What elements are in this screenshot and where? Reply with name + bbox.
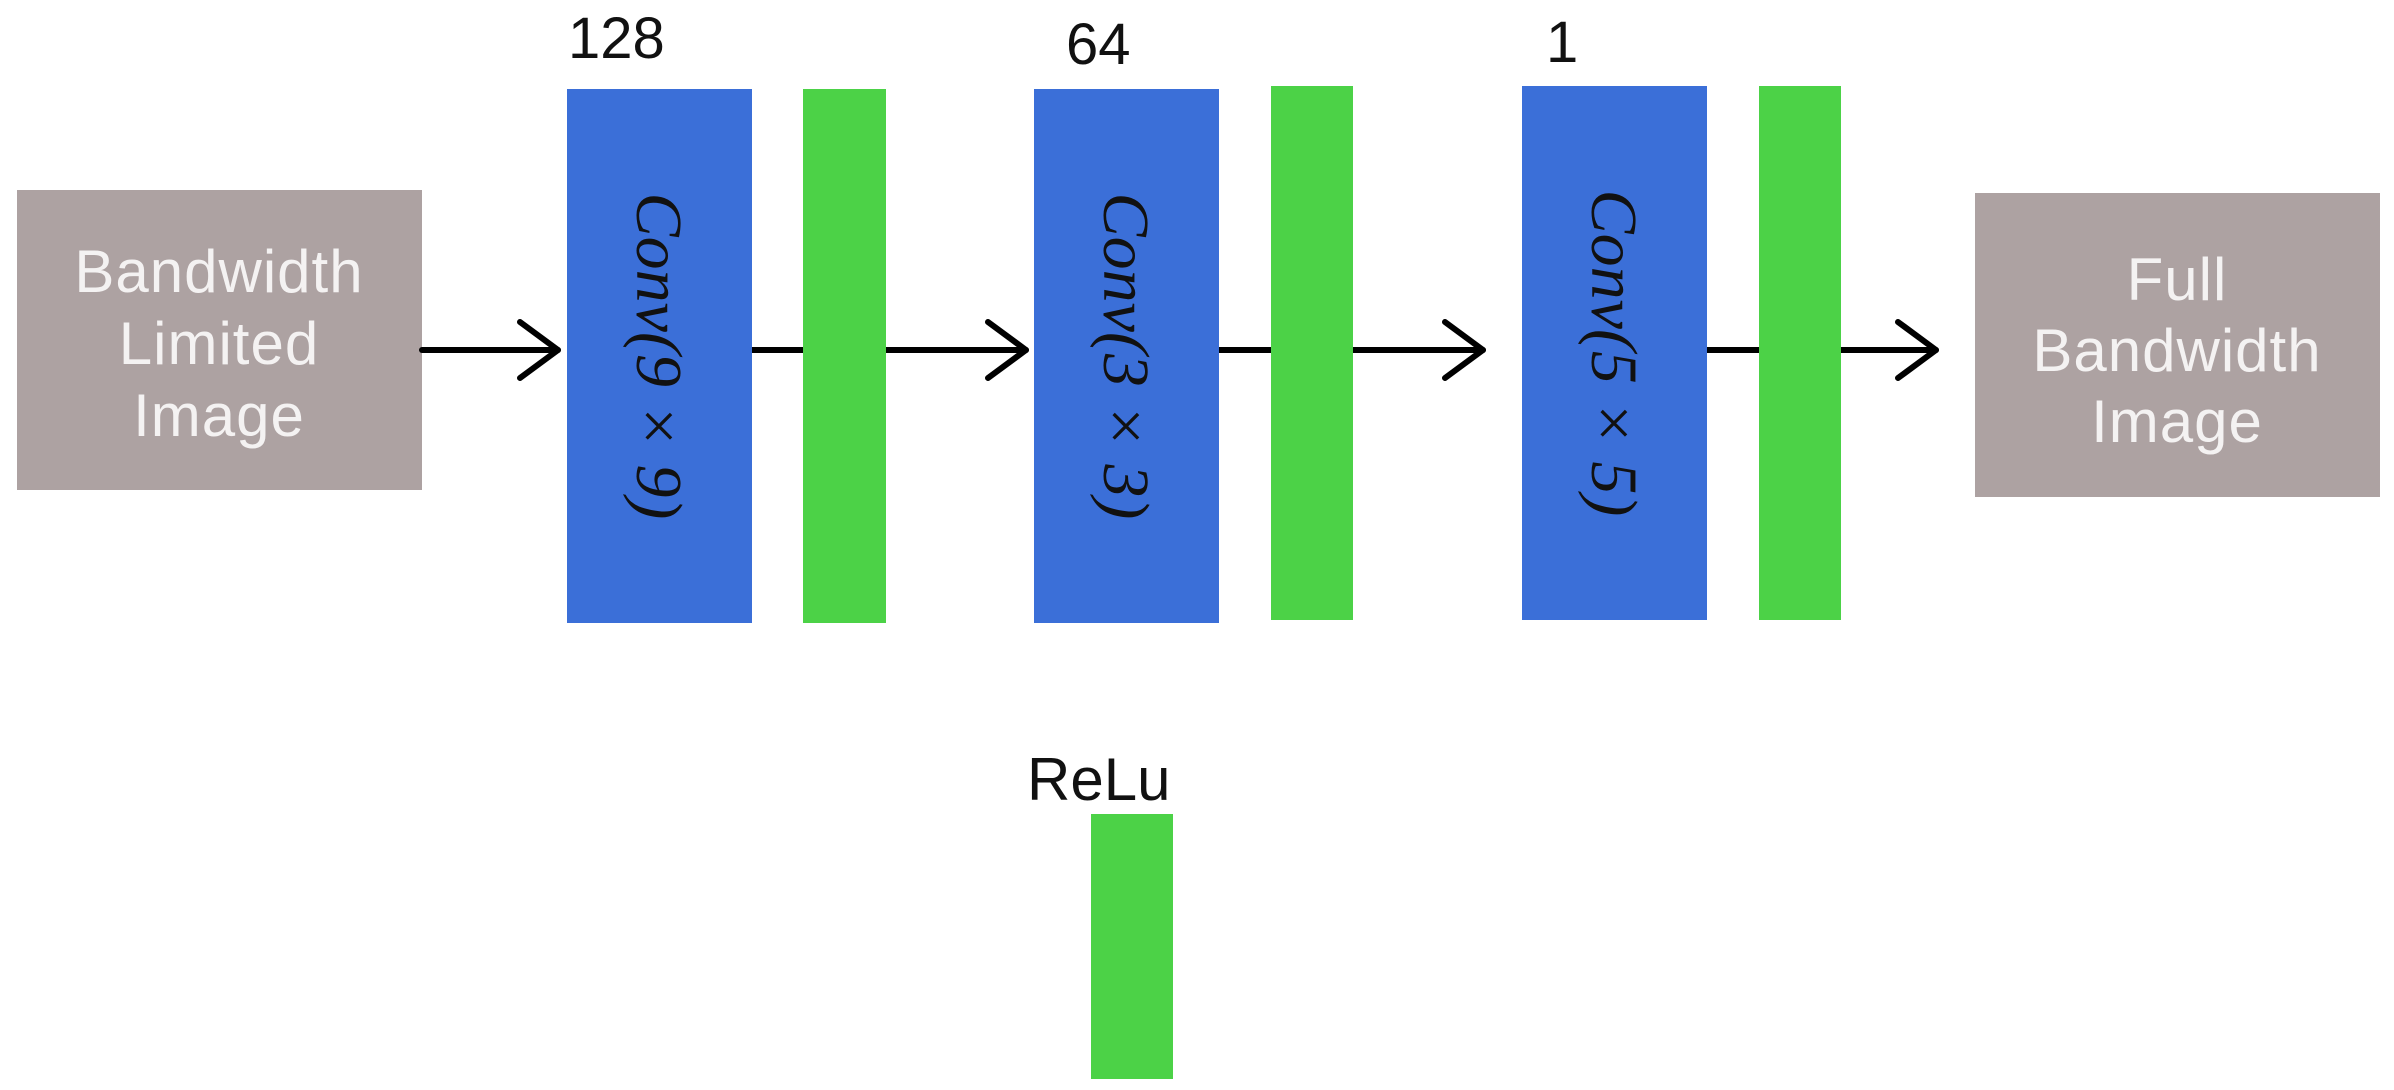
- arrow-head-relu3-to-output: [1895, 319, 1939, 381]
- layer-2-filters: 64: [1066, 12, 1131, 77]
- layer-1-filters: 128: [568, 6, 665, 71]
- layer-3: 1 Conv(5 × 5): [1522, 10, 1841, 620]
- input-node: Bandwidth Limited Image: [17, 190, 422, 490]
- layer-2-conv-label: Conv(3 × 3): [1089, 193, 1162, 520]
- layer-3-relu-block: [1759, 86, 1841, 620]
- legend-relu-label: ReLu: [1027, 746, 1170, 813]
- connectors: [419, 319, 1939, 381]
- layer-1: 128 Conv(9 × 9): [567, 6, 886, 623]
- legend: ReLu: [1027, 746, 1173, 1079]
- input-line-3: Image: [133, 382, 305, 449]
- arrow-head-relu2-to-conv3: [1442, 319, 1486, 381]
- output-node: Full Bandwidth Image: [1975, 193, 2380, 497]
- arrow-head-relu1-to-conv2: [985, 319, 1029, 381]
- layer-3-filters: 1: [1546, 10, 1578, 75]
- layer-2: 64 Conv(3 × 3): [1034, 12, 1353, 623]
- input-box: [17, 190, 422, 490]
- output-box: [1975, 193, 2380, 497]
- layer-1-conv-block: [567, 89, 752, 623]
- layer-2-relu-block: [1271, 86, 1353, 620]
- legend-relu-swatch: [1091, 814, 1173, 1079]
- layer-1-relu-block: [803, 89, 886, 623]
- input-line-1: Bandwidth: [74, 238, 363, 305]
- input-line-2: Limited: [119, 310, 319, 377]
- arrow-head-input-to-conv1: [517, 319, 561, 381]
- output-line-2: Bandwidth: [2032, 317, 2321, 384]
- layer-3-conv-block: [1522, 86, 1707, 620]
- layer-1-conv-label: Conv(9 × 9): [622, 193, 695, 520]
- output-line-1: Full: [2127, 246, 2228, 313]
- layer-2-conv-block: [1034, 89, 1219, 623]
- output-line-3: Image: [2091, 388, 2263, 455]
- layer-3-conv-label: Conv(5 × 5): [1577, 190, 1650, 517]
